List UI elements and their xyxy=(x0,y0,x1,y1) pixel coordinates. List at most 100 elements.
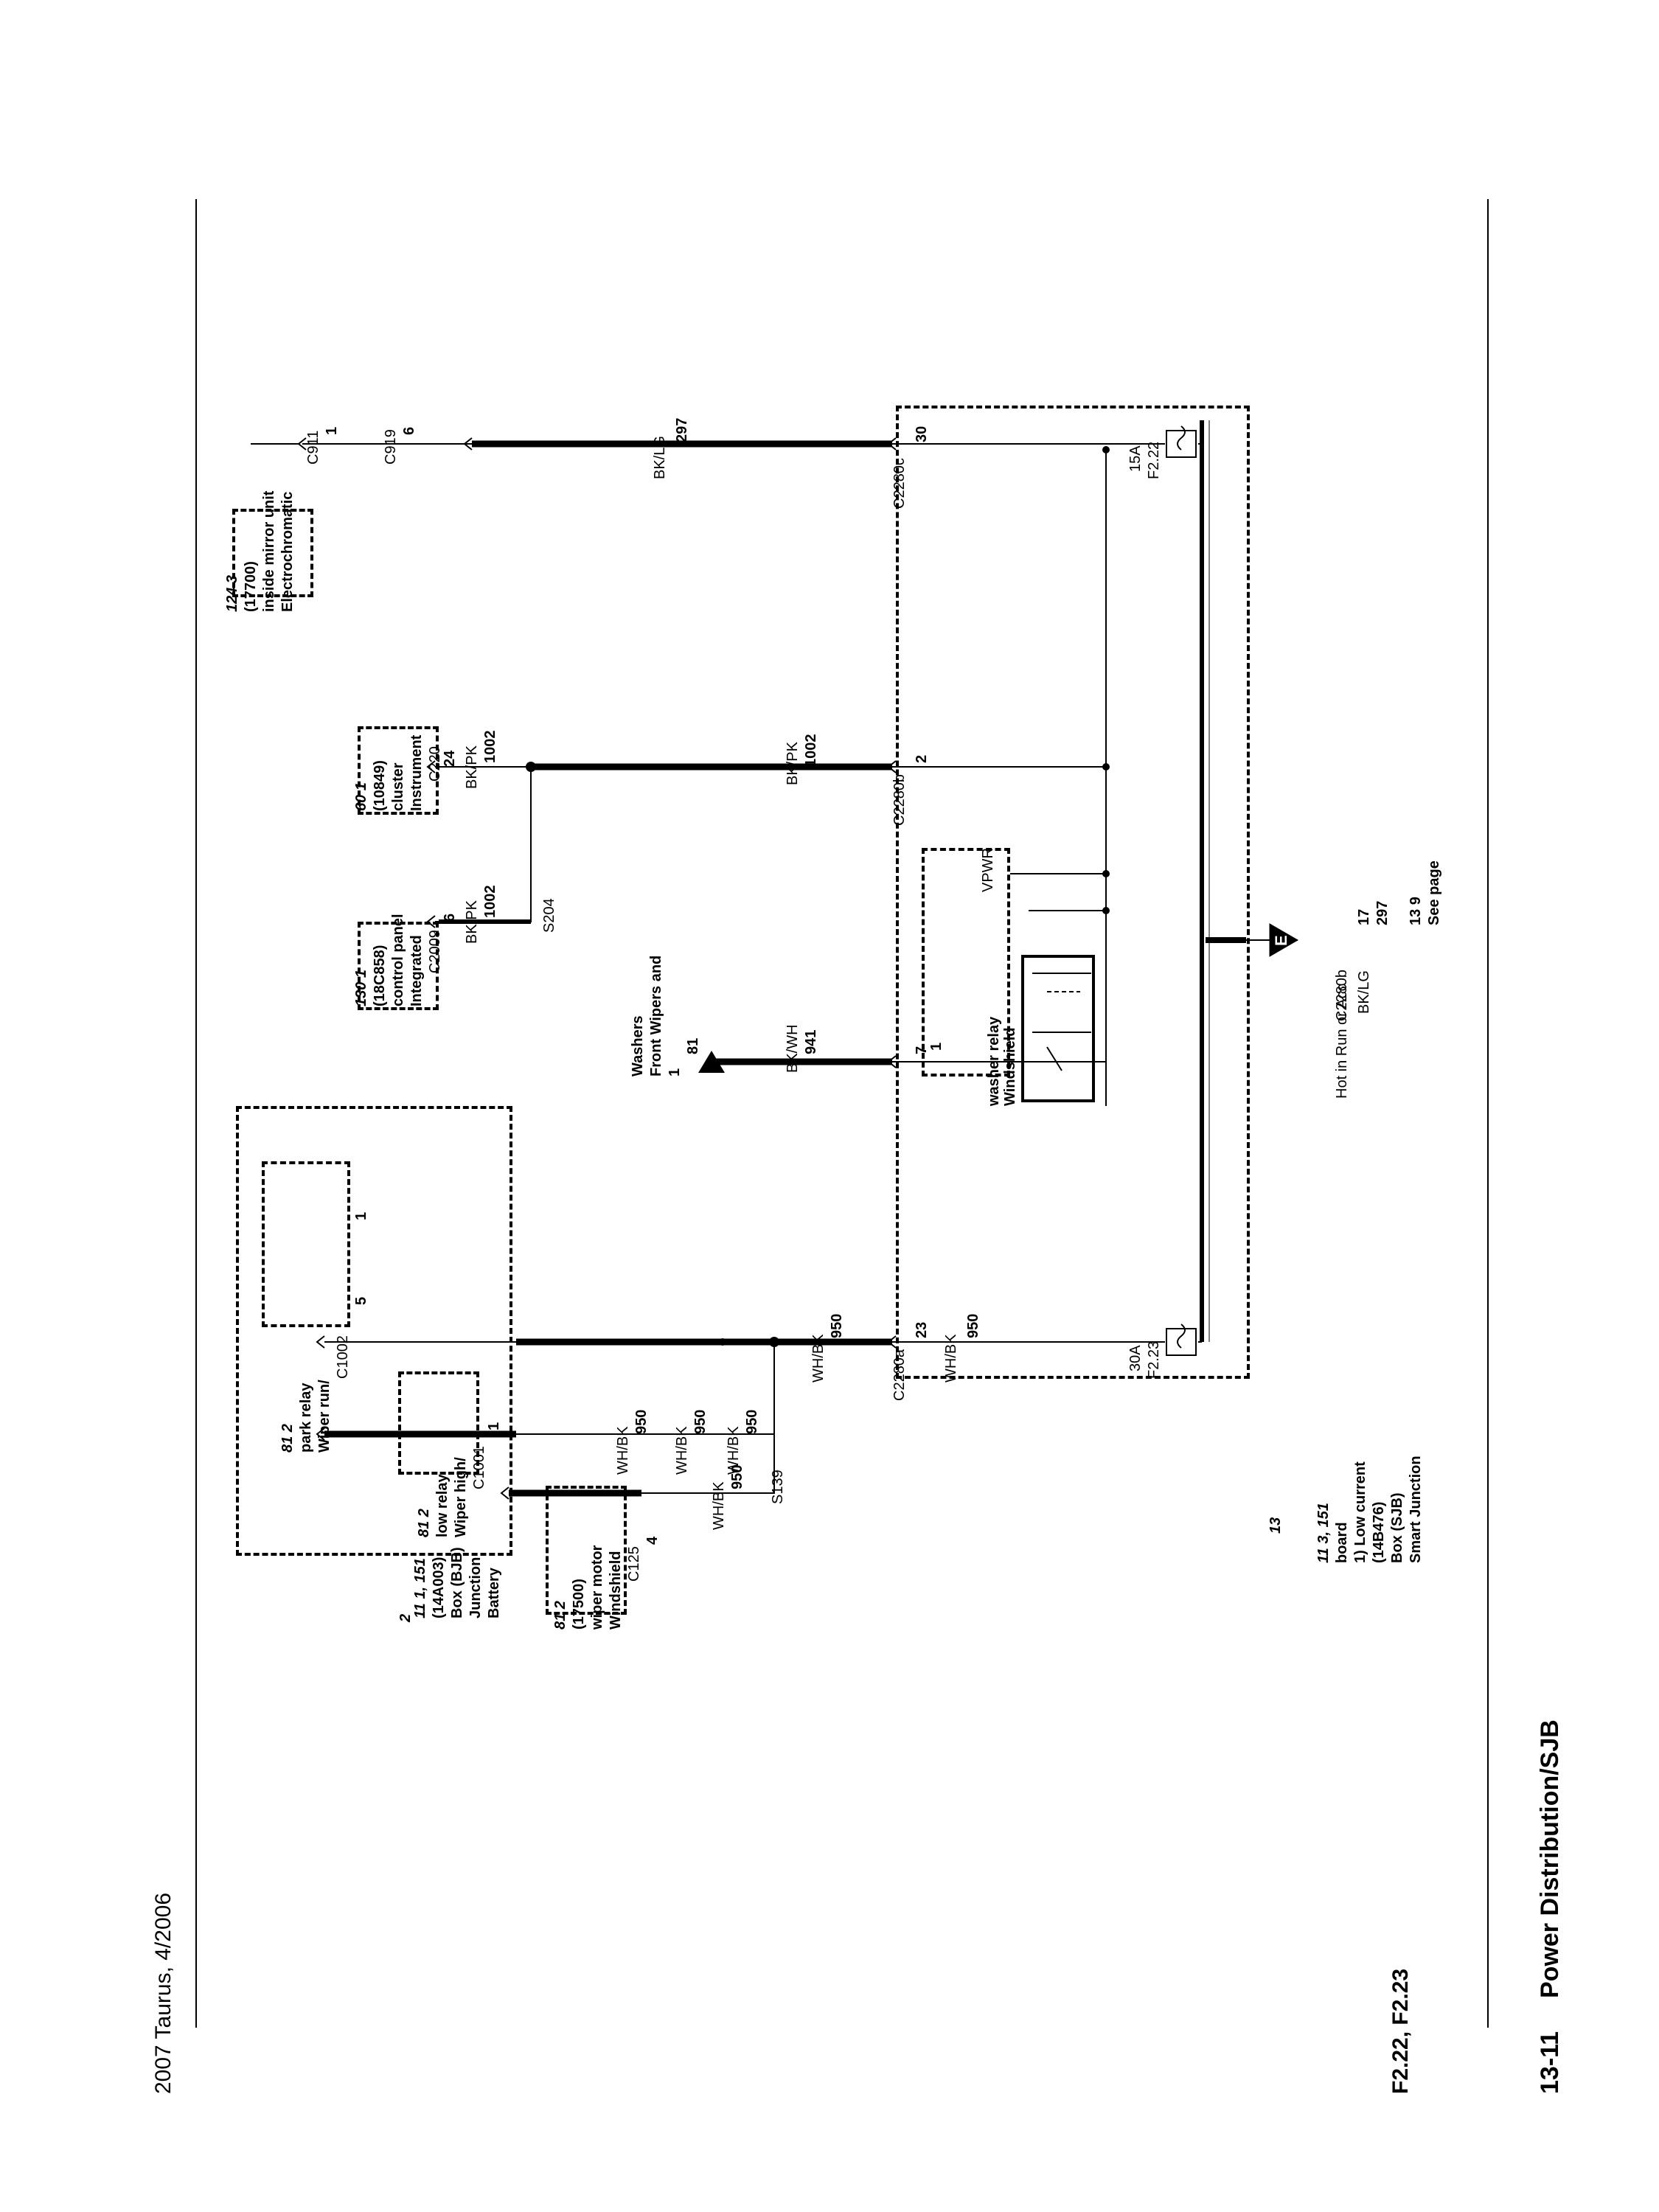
mirror-label-2: inside mirror unit xyxy=(261,490,277,612)
relay-name-1: Windshield xyxy=(1002,1027,1018,1106)
motor-label-1: Windshield xyxy=(608,1551,624,1630)
w6-circuit: 950 xyxy=(744,1409,760,1434)
sjb-label-4: 1) Low current xyxy=(1352,1461,1368,1563)
w3-color: BK/WH xyxy=(785,1024,801,1073)
feed-note: Hot in Run or Acc xyxy=(1334,984,1350,1099)
w3-circuit: 941 xyxy=(803,1029,819,1054)
icp-connector: C2009 xyxy=(427,930,443,973)
w1-pin: 30 xyxy=(914,425,930,442)
sjb-label-5: board xyxy=(1334,1522,1350,1563)
w8-color: WH/BK xyxy=(615,1426,631,1475)
bjb-note-ref: 2 xyxy=(397,1613,414,1622)
relay-vpwr: VPWR xyxy=(980,848,996,892)
w10-color: BK/PK xyxy=(464,745,480,789)
icp-label-3: (18C858) xyxy=(372,945,388,1006)
svg-text:E: E xyxy=(1272,935,1290,946)
w9-circuit: 950 xyxy=(729,1464,745,1489)
relay-pin: 1 xyxy=(928,1042,945,1051)
cluster-label-3: (10849) xyxy=(372,760,388,811)
front-wipers-label-1: Front Wipers and xyxy=(648,955,664,1077)
high-low-label-2: low relay xyxy=(434,1474,451,1537)
w1-circuit: 297 xyxy=(674,417,690,442)
w2-connector: C2280b xyxy=(891,773,908,826)
w1-connector: C2280c xyxy=(891,458,908,509)
w7-circuit: 950 xyxy=(692,1409,709,1434)
icp-label-2: control panel xyxy=(390,914,406,1006)
motor-ref: 81 2 xyxy=(552,1601,568,1630)
w5-circuit: 950 xyxy=(965,1313,981,1338)
feed-see-page: See page xyxy=(1426,860,1442,925)
motor-pin: 4 xyxy=(644,1536,661,1545)
w2-color: BK/PK xyxy=(785,742,801,785)
mirror-c919: C919 xyxy=(383,429,399,465)
w4-pin: 23 xyxy=(914,1321,930,1338)
mirror-label-3: (17700) xyxy=(243,561,259,612)
fuse-f2-22-id: F2.22 xyxy=(1146,441,1162,479)
w5-color: WH/BK xyxy=(943,1334,959,1382)
w4-color: WH/BK xyxy=(810,1334,827,1382)
cluster-pin: 24 xyxy=(442,750,458,767)
w2-pin: 2 xyxy=(914,754,930,763)
cluster-label-1: Instrument xyxy=(408,734,425,811)
w2-circuit: 1002 xyxy=(803,734,819,768)
w4-connector: C2280a xyxy=(891,1349,908,1401)
high-low-ref: 81 2 xyxy=(416,1509,432,1537)
fuse-f2-23-id: F2.23 xyxy=(1146,1340,1162,1379)
sjb-label-1: Smart Junction xyxy=(1408,1455,1424,1563)
bjb-label-2: Junction xyxy=(467,1557,484,1618)
bjb-label-1: Battery xyxy=(486,1568,502,1618)
mirror-pin: 1 xyxy=(324,426,340,435)
icp-pin: 6 xyxy=(442,913,458,922)
splice-s204-label: S204 xyxy=(541,898,557,933)
mirror-c919-pin: 6 xyxy=(401,426,417,435)
w10-circuit: 1002 xyxy=(482,730,498,764)
front-wipers-pin: 1 xyxy=(667,1068,683,1077)
w4-circuit: 950 xyxy=(829,1313,845,1338)
fuse-f2-22-symbol xyxy=(1166,430,1197,458)
cluster-connector: C220 xyxy=(427,746,443,782)
cluster-ref: 60 1 xyxy=(353,782,369,811)
sjb-note-ref: 13 xyxy=(1267,1517,1284,1534)
icp-ref: 130 1 xyxy=(353,969,369,1006)
motor-label-2: wiper motor xyxy=(589,1545,605,1630)
sjb-label-2: Box (SJB) xyxy=(1389,1492,1405,1563)
feed-circuit: 297 xyxy=(1374,900,1391,925)
high-low-connector: C1001 xyxy=(471,1446,487,1489)
motor-label-3: (17500) xyxy=(571,1579,587,1630)
feed-pin: 17 xyxy=(1356,908,1372,925)
run-park-ref: 81 2 xyxy=(279,1424,296,1453)
w1-color: BK/LG xyxy=(652,436,668,479)
bjb-label-3: Box (BJB) xyxy=(449,1547,465,1618)
w11-circuit: 1002 xyxy=(482,885,498,919)
splice-s139-label: S139 xyxy=(770,1470,786,1504)
run-park-connector: C1002 xyxy=(335,1335,351,1379)
run-park-pin-5: 5 xyxy=(353,1296,369,1305)
mirror-ref: 124 3 xyxy=(224,574,240,612)
relay-name-2: washer relay xyxy=(986,1016,1002,1106)
fuse-f2-22-rating: 15A xyxy=(1127,445,1144,472)
w3-pin: 7 xyxy=(914,1046,930,1054)
feed-see-page-numbers: 13 9 xyxy=(1408,897,1424,925)
feed-color: BK/LG xyxy=(1356,970,1372,1014)
run-park-label-1: Wiper run/ xyxy=(316,1380,333,1453)
mirror-connector: C911 xyxy=(305,430,321,465)
sjb-ref: 11 3, 151 xyxy=(1315,1503,1332,1563)
w8-circuit: 950 xyxy=(633,1409,650,1434)
high-low-pin: 1 xyxy=(486,1422,502,1430)
mirror-label-1: Electrochromatic xyxy=(279,491,296,612)
splice-dot-s139 xyxy=(769,1337,779,1347)
run-park-pin-1: 1 xyxy=(353,1211,369,1220)
high-low-label-1: Wiper high/ xyxy=(453,1457,469,1537)
splice-dot-s204 xyxy=(526,762,536,772)
w7-color: WH/BK xyxy=(674,1426,690,1475)
cluster-label-2: cluster xyxy=(390,762,406,811)
front-wipers-circuit: 81 xyxy=(685,1037,701,1054)
front-wipers-arrow xyxy=(698,1051,725,1073)
bjb-label-4: (14A003) xyxy=(431,1557,447,1618)
sjb-label-3: (14B476) xyxy=(1371,1501,1387,1563)
w11-color: BK/PK xyxy=(464,900,480,944)
motor-connector: C125 xyxy=(626,1546,642,1582)
w9-color: WH/BK xyxy=(711,1481,727,1530)
icp-label-1: Integrated xyxy=(408,935,425,1006)
